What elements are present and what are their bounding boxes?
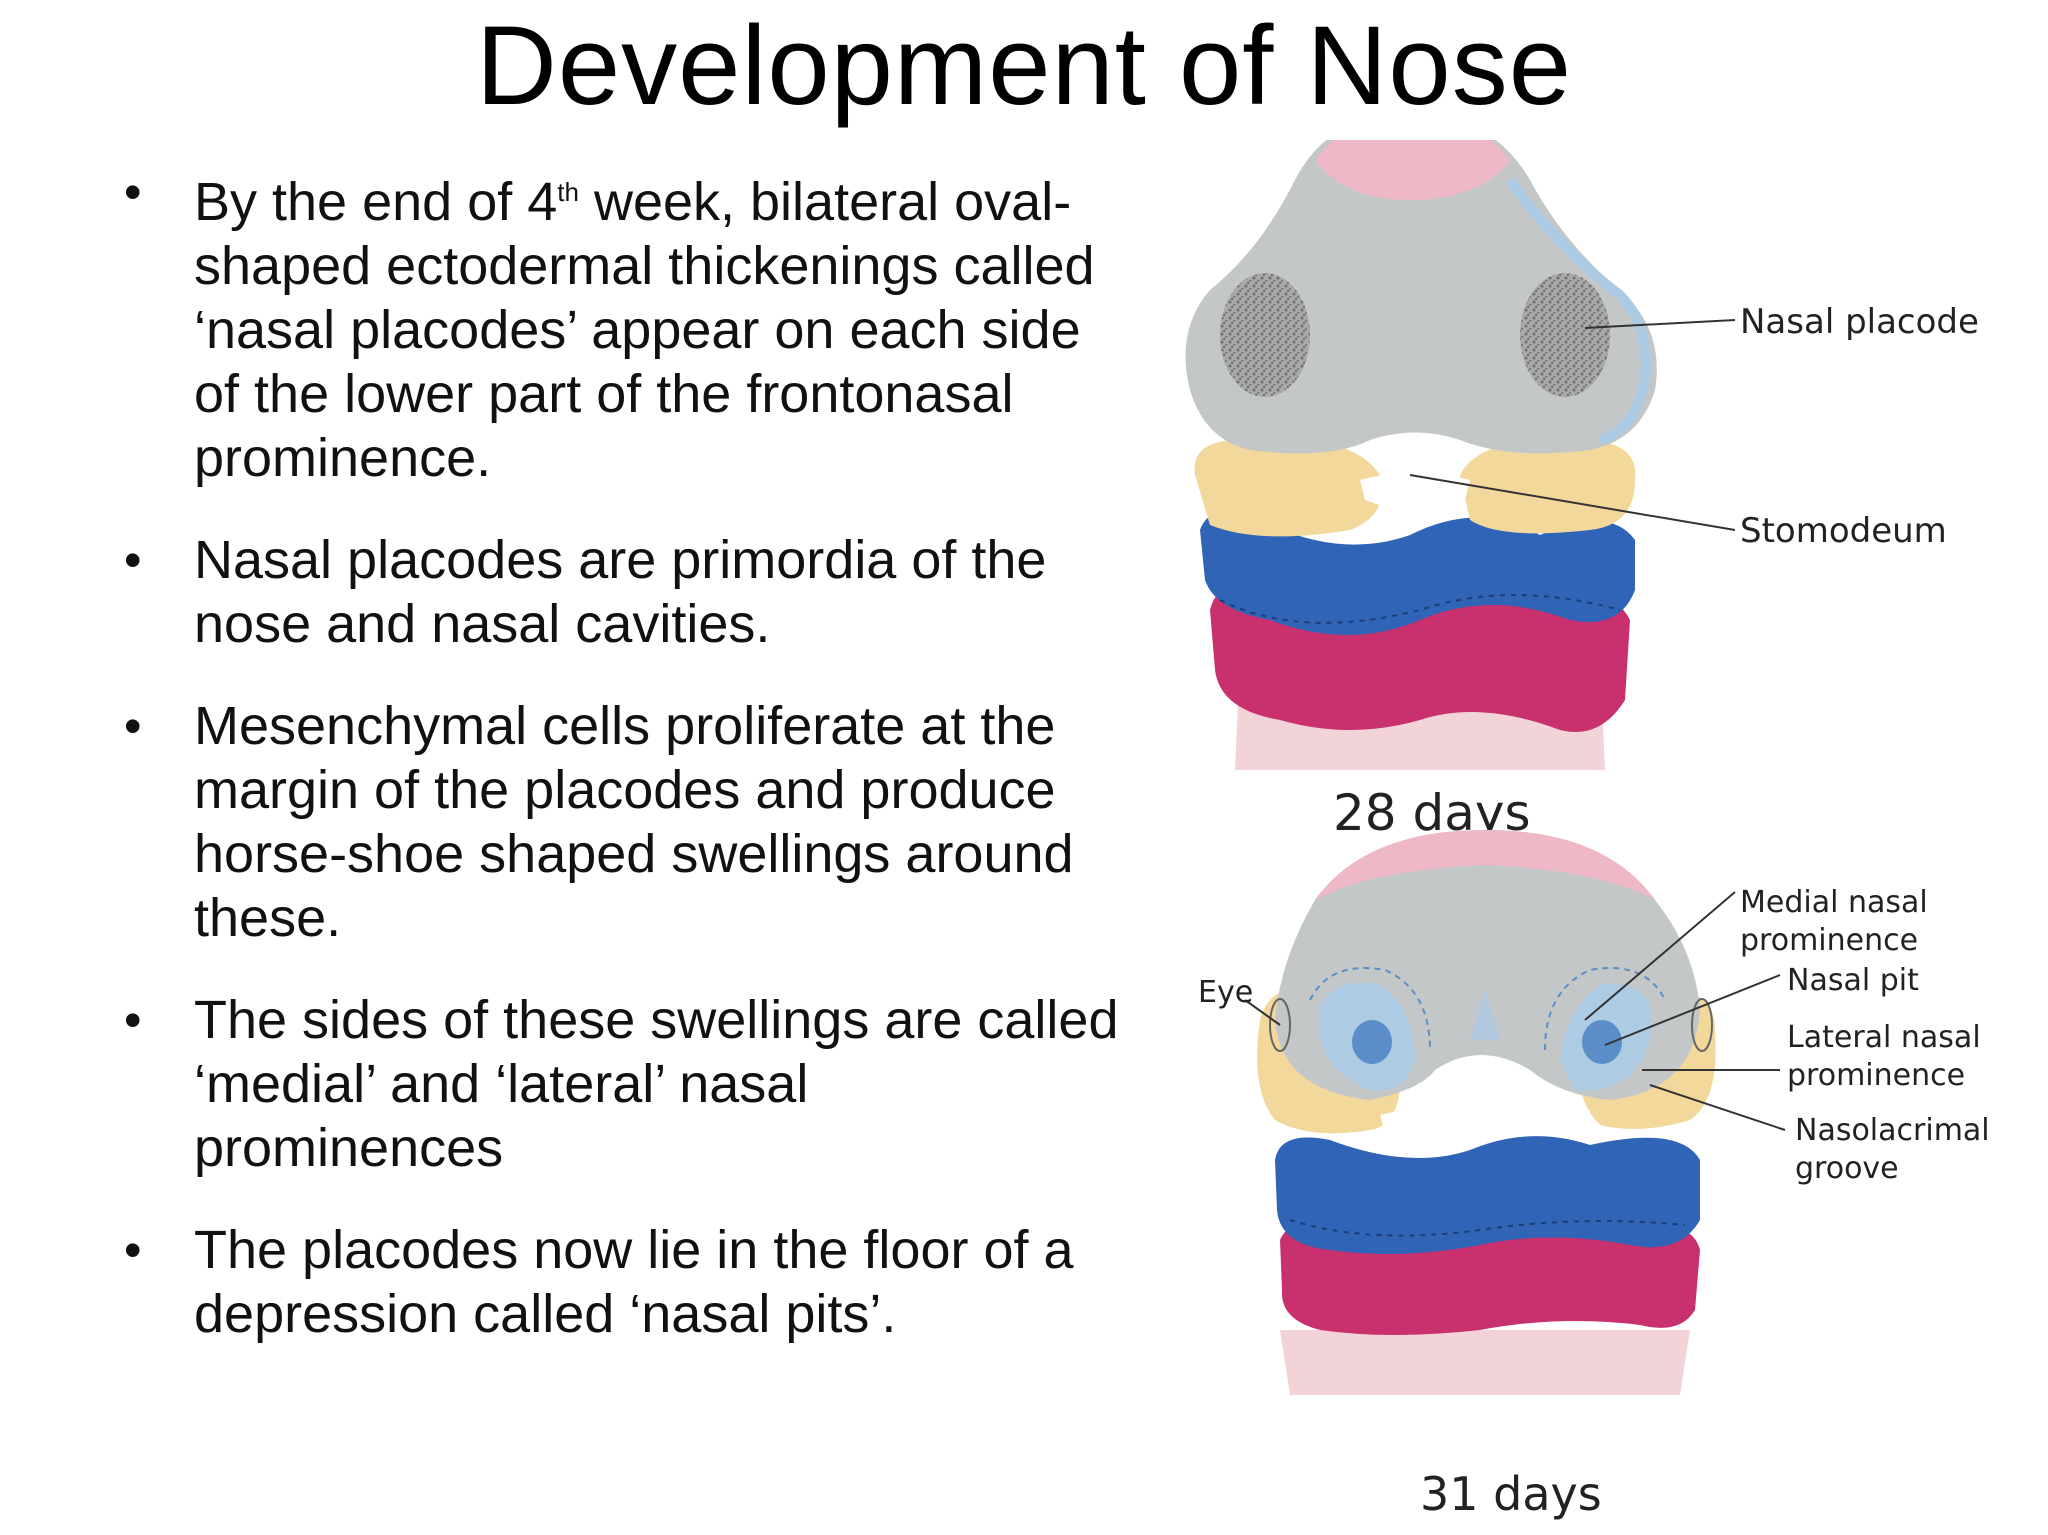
bullet-text: The sides of these swellings are called … xyxy=(194,990,1119,1178)
forehead-top xyxy=(1315,140,1510,200)
bullet-text: The placodes now lie in the floor of a d… xyxy=(194,1220,1074,1344)
mandibular-groove xyxy=(1219,594,1621,624)
pointer-medial-nasal xyxy=(1584,891,1736,1021)
mandibular-arch-top xyxy=(1200,512,1635,635)
label-nasal-pit: Nasal pit xyxy=(1787,963,1919,998)
frontal-ridge xyxy=(1470,990,1500,1040)
eye-right xyxy=(1691,998,1713,1052)
mandibular-groove-bottom xyxy=(1289,1219,1686,1237)
stomodeum-bottom xyxy=(1380,1101,1590,1139)
label-lateral-nasal-line2: prominence xyxy=(1787,1058,1965,1093)
bullet-item: Mesenchymal cells proliferate at the mar… xyxy=(118,694,1128,950)
nasal-placode-left xyxy=(1220,273,1310,397)
label-nasal-placode: Nasal placode xyxy=(1740,302,1979,342)
bullet-list: By the end of 4th week, bilateral oval-s… xyxy=(118,160,1128,1384)
frontonasal-highlight xyxy=(1505,177,1651,445)
label-eye: Eye xyxy=(1198,975,1253,1010)
diagram-28-days: Nasal placode Stomodeum 28 days xyxy=(1185,140,1979,842)
diagram-31-days: Eye Medial nasal prominence Nasal pit La… xyxy=(1198,830,1990,1521)
forehead-bottom xyxy=(1315,830,1655,900)
embryo-illustration: Nasal placode Stomodeum 28 days xyxy=(1185,140,1990,1521)
bullet-item: The sides of these swellings are called … xyxy=(118,988,1128,1180)
pointer-eye xyxy=(1244,999,1281,1026)
label-nasolacrimal-line1: Nasolacrimal xyxy=(1795,1113,1990,1148)
stomodeum-opening xyxy=(1360,472,1470,510)
bullet-text: Mesenchymal cells proliferate at the mar… xyxy=(194,696,1074,948)
bullet-item: By the end of 4th week, bilateral oval-s… xyxy=(118,160,1128,490)
label-nasolacrimal-line2: groove xyxy=(1795,1151,1899,1186)
label-lateral-nasal-line1: Lateral nasal xyxy=(1787,1020,1981,1055)
superscript-th: th xyxy=(557,177,579,207)
label-medial-nasal-line2: prominence xyxy=(1740,923,1918,958)
medial-nasal-outline-left xyxy=(1309,967,1431,1051)
nasal-pit-right xyxy=(1582,1020,1622,1064)
mandibular-arch-bottom xyxy=(1275,1136,1700,1254)
medial-nasal-outline-right xyxy=(1544,967,1666,1051)
bullet-text: By the end of 4th week, bilateral oval-s… xyxy=(194,160,1128,490)
eye-left xyxy=(1269,998,1291,1052)
pointer-nasal-placode xyxy=(1584,319,1736,329)
bullet-text-pre: By the end of 4 xyxy=(194,172,558,232)
embryo-figure: Nasal placode Stomodeum 28 days xyxy=(1180,140,2040,1535)
bullet-item: Nasal placodes are primordia of the nose… xyxy=(118,528,1128,656)
bullet-text: Nasal placodes are primordia of the nose… xyxy=(194,530,1047,654)
maxillary-left-top xyxy=(1194,438,1382,537)
label-stomodeum: Stomodeum xyxy=(1740,511,1947,551)
nasal-pit-left xyxy=(1352,1020,1392,1064)
label-medial-nasal-line1: Medial nasal xyxy=(1740,885,1928,920)
pointer-nasal-pit xyxy=(1604,974,1781,1046)
nasal-placode-right xyxy=(1520,273,1610,397)
maxillary-right-top xyxy=(1460,439,1636,534)
neck-bottom xyxy=(1280,1330,1690,1395)
slide-title: Development of Nose xyxy=(475,3,1572,128)
bullet-item: The placodes now lie in the floor of a d… xyxy=(118,1218,1128,1346)
pointer-stomodeum xyxy=(1409,474,1736,531)
pointer-nasolacrimal xyxy=(1649,1084,1786,1131)
caption-31-days: 31 days xyxy=(1420,1467,1602,1521)
bullet-text-post: week, bilateral oval-shaped ectodermal t… xyxy=(194,172,1095,488)
